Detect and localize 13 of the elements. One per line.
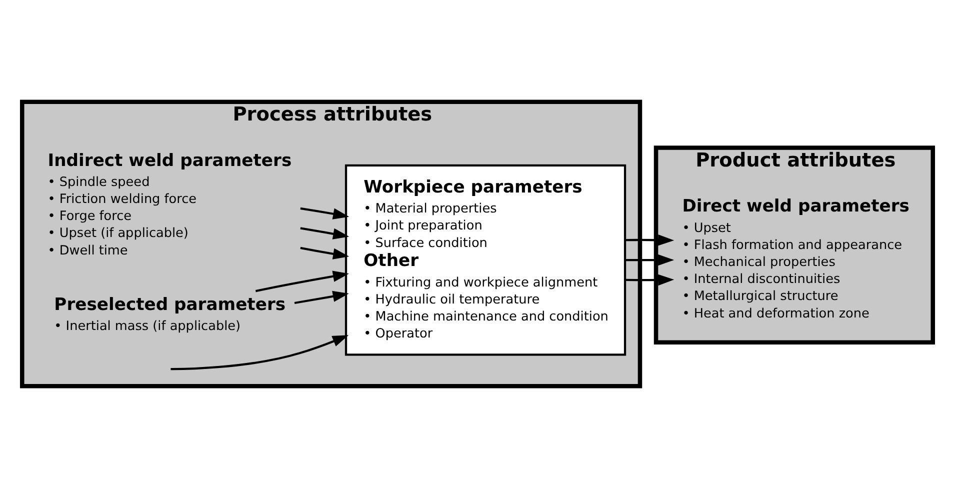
node-text: Direct weld parameters • Upset • Flash formation and appearance • Mechanical properties • Internal discontinuities • Metallurgical structure • Heat and deformation zone (682, 196, 909, 321)
arrow (624, 234, 674, 246)
node-box: Workpiece parameters • Material properties • Joint preparation • Surface condition Other • Fixturing and workpiece alignment • Hydraulic oil temperature • Machine maintenance and condition • Operator (344, 164, 626, 356)
arrow (624, 274, 674, 286)
arrow (624, 254, 674, 266)
arrow (294, 290, 348, 304)
node-text: Preselected parameters • Inertial mass (if applicable) (54, 294, 286, 334)
arrow (254, 270, 349, 292)
arrow (170, 334, 348, 370)
arrow (300, 226, 349, 239)
arrow (300, 246, 349, 259)
arrow (300, 206, 349, 219)
node-text: Indirect weld parameters • Spindle speed • Friction welding force • Forge force • Upset (if applicable) • Dwell time (47, 150, 292, 258)
